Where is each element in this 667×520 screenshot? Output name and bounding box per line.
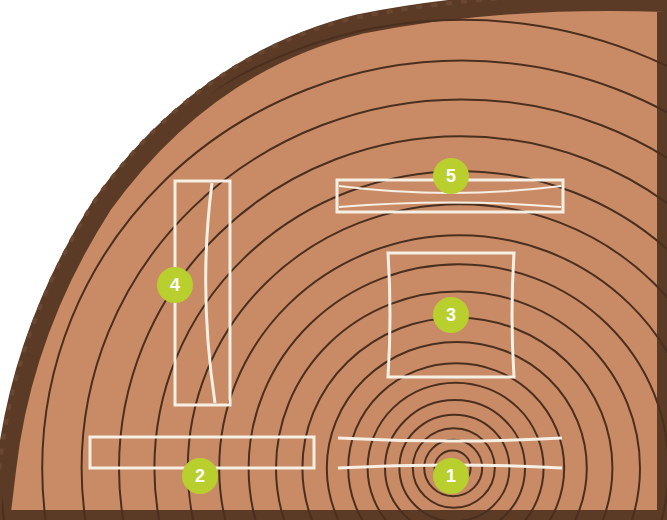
growth-ring <box>82 99 667 520</box>
callout-circle: 2 <box>182 458 218 494</box>
growth-ring <box>302 318 612 520</box>
growth-ring <box>368 383 544 520</box>
growth-ring <box>249 264 667 520</box>
growth-ring <box>1 20 667 520</box>
callout-circle: 1 <box>433 458 469 494</box>
growth-rings <box>1 20 667 520</box>
boards <box>90 180 563 468</box>
growth-ring <box>42 61 667 520</box>
callout-number: 5 <box>446 167 456 185</box>
growth-ring <box>119 136 667 520</box>
growth-ring <box>188 204 667 520</box>
callout-number: 3 <box>446 306 456 324</box>
callout-circle: 3 <box>433 297 469 333</box>
growth-ring <box>327 342 587 520</box>
growth-ring <box>399 415 509 520</box>
growth-ring <box>424 440 482 496</box>
callout-circle: 4 <box>157 267 193 303</box>
callout-number: 1 <box>446 467 456 485</box>
callout-number: 2 <box>195 467 205 485</box>
growth-ring <box>219 235 667 520</box>
growth-ring <box>276 291 640 520</box>
growth-ring <box>385 400 525 520</box>
board-4-shrink <box>206 183 215 403</box>
callout-circle: 5 <box>433 158 469 194</box>
board-3 <box>388 253 514 377</box>
callout-number: 4 <box>170 276 180 294</box>
